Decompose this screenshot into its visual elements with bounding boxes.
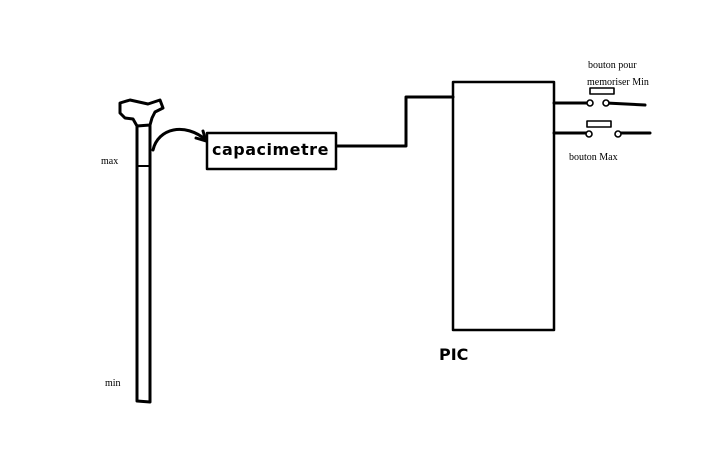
- bouton-max-terminal-left: [585, 130, 593, 138]
- wire-capacimetre-pic: [335, 95, 455, 148]
- bouton-max-terminal-right: [614, 130, 622, 138]
- bouton-min-cap: [589, 87, 615, 95]
- pic-label: PIC: [439, 345, 469, 364]
- bouton-min-label-line2: memoriser Min: [587, 77, 649, 88]
- bouton-max-cap: [586, 120, 612, 128]
- max-label: max: [101, 156, 119, 167]
- bouton-min-contact: [604, 101, 647, 107]
- capacimetre-label: capacimetre: [212, 140, 329, 159]
- bouton-max-label: bouton Max: [569, 152, 618, 163]
- pic-box: [451, 80, 556, 332]
- bouton-min-label-line1: bouton pour: [588, 60, 637, 71]
- probe-head: [118, 98, 165, 128]
- capacimetre-box: [205, 131, 338, 171]
- bouton-min-terminal-left: [586, 99, 594, 107]
- tank-tube: [135, 123, 152, 404]
- signal-arrow: [151, 128, 208, 152]
- bouton-min-terminal-right: [602, 99, 610, 107]
- min-label: min: [105, 378, 121, 389]
